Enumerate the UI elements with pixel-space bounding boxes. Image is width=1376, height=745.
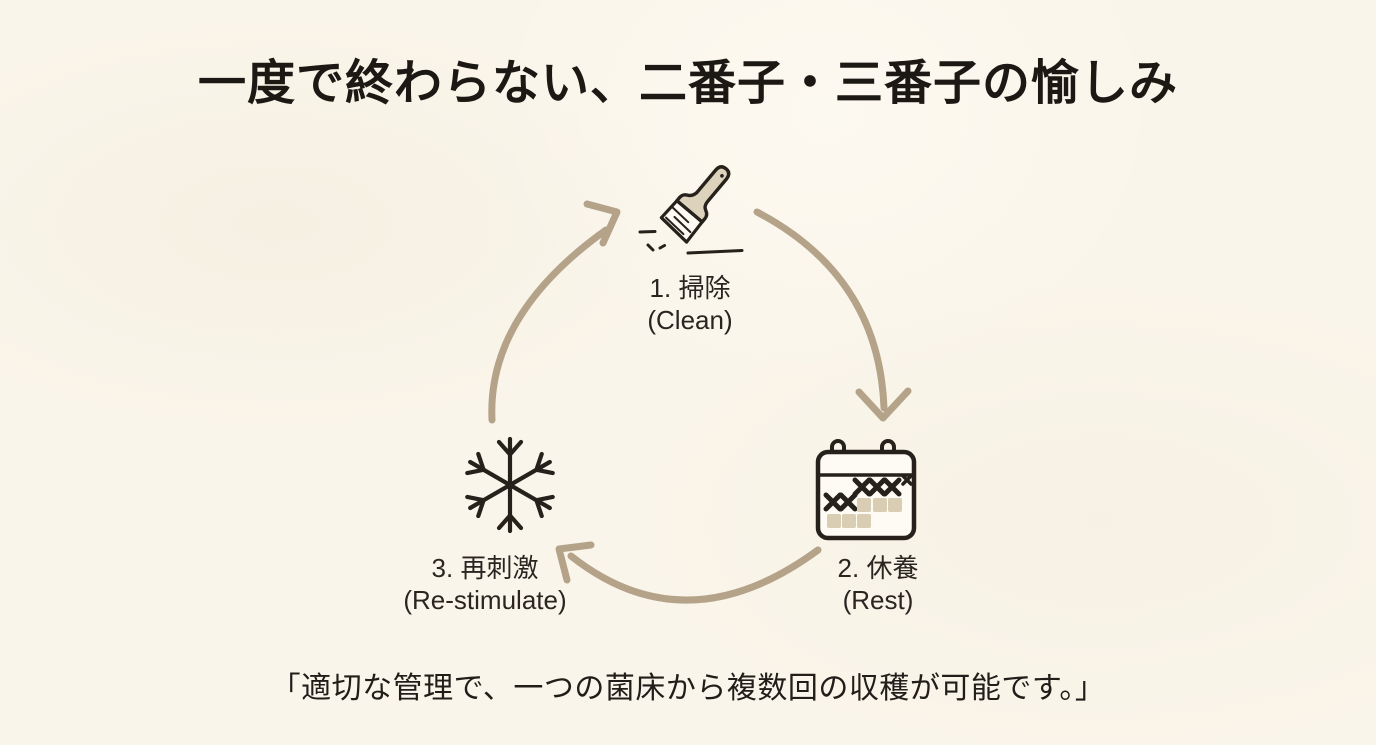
step-restimulate-label: 3. 再刺激 (Re-stimulate) <box>403 552 566 616</box>
slide-title: 一度で終わらない、二番子・三番子の愉しみ <box>197 57 1178 110</box>
step-rest-label-jp: 2. 休養 <box>837 553 919 583</box>
brush-dust-marks <box>638 230 666 252</box>
arrow-rest-to-restimulate <box>567 546 822 604</box>
brush-icon <box>638 165 744 255</box>
step-rest-label-en: (Rest) <box>842 585 914 615</box>
arrowhead-clean-to-rest <box>855 387 912 422</box>
step-rest-label: 2. 休養 (Rest) <box>838 552 919 616</box>
brush-ground-line <box>686 249 744 255</box>
arrow-restimulate-to-clean <box>488 226 610 424</box>
brush-handle-hole <box>720 174 724 178</box>
brush-handle <box>675 165 731 224</box>
calendar-icon <box>815 439 917 541</box>
step-restimulate-label-en: (Re-stimulate) <box>403 585 567 615</box>
bottom-quote: 「適切な管理で、一つの菌床から複数回の収穫が可能です。」 <box>270 672 1106 705</box>
step-restimulate-label-jp: 3. 再刺激 <box>431 553 539 583</box>
arrowhead-rest-to-restimulate <box>555 541 595 584</box>
arrow-clean-to-rest <box>753 208 888 412</box>
snowflake-icon <box>465 436 555 534</box>
calendar-squares <box>827 498 902 528</box>
arrowhead-restimulate-to-clean <box>583 200 621 247</box>
step-clean-label-en: (Clean) <box>647 305 733 335</box>
step-clean-label-jp: 1. 掃除 <box>649 273 731 303</box>
step-clean-label: 1. 掃除 (Clean) <box>647 272 732 336</box>
